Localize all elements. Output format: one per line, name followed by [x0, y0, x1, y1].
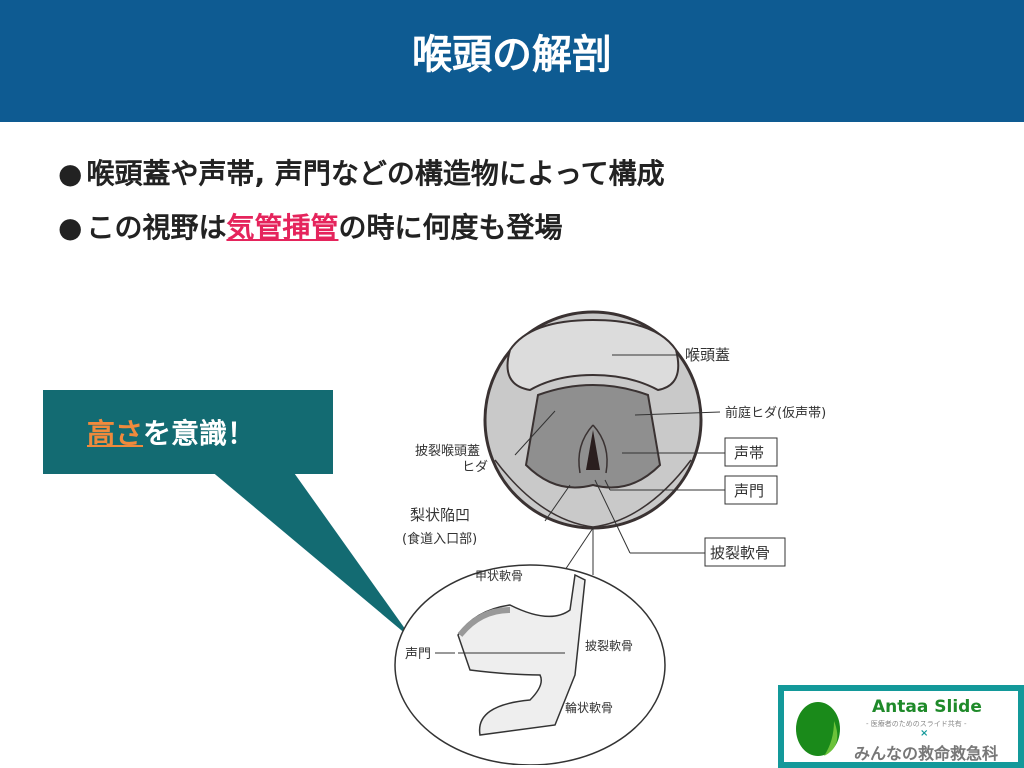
- logo-partner: みんなの救命救急科: [854, 744, 999, 763]
- label-arytenoid-side: 披裂軟骨: [585, 638, 633, 653]
- highlight-text: 気管挿管: [226, 211, 339, 244]
- leaf-logo-icon: [796, 702, 840, 756]
- callout-box: 高さを意識！: [43, 390, 333, 474]
- bullet-1: ●喉頭蓋や声帯, 声門などの構造物によって構成: [58, 152, 665, 192]
- label-vocal-cord: 声帯: [734, 444, 764, 462]
- callout-highlight: 高さ: [87, 417, 144, 450]
- label-glottis-side: 声門: [405, 647, 431, 662]
- label-epiglottis: 喉頭蓋: [685, 346, 730, 364]
- laryngoscopic-view: 喉頭蓋 前庭ヒダ(仮声帯) 披裂喉頭蓋 ヒダ 声帯 声門 梨状陥凹 (食道入口部…: [402, 310, 826, 575]
- antaa-slide-logo: Antaa Slide - 医療者のためのスライド共有 - × みんなの救命救急…: [778, 685, 1024, 768]
- label-glottis: 声門: [734, 482, 764, 500]
- label-piriform-recess: 梨状陥凹: [410, 506, 470, 524]
- label-esophageal-entrance: (食道入口部): [402, 531, 477, 547]
- bullet-dot: ●: [58, 211, 83, 244]
- label-thyroid-cartilage: 甲状軟骨: [475, 568, 523, 583]
- slide-title: 喉頭の解剖: [412, 32, 612, 78]
- bullet-text: の時に何度も登場: [338, 211, 563, 244]
- label-cricoid-cartilage: 輪状軟骨: [565, 700, 613, 715]
- logo-subtitle: - 医療者のためのスライド共有 -: [866, 720, 967, 728]
- callout-text: を意識！: [143, 417, 256, 450]
- bullet-text: 喉頭蓋や声帯, 声門などの構造物によって構成: [86, 157, 665, 190]
- label-aryepiglottic-fold: ヒダ: [462, 460, 488, 475]
- bullet-text: この視野は: [86, 211, 227, 244]
- header-bar: 喉頭の解剖: [0, 0, 1024, 122]
- bullet-2: ●この視野は気管挿管の時に何度も登場: [58, 206, 562, 246]
- bullet-dot: ●: [58, 157, 83, 190]
- label-vestibular-fold: 前庭ヒダ(仮声帯): [725, 405, 826, 421]
- label-arytenoid: 披裂軟骨: [710, 544, 770, 562]
- lateral-view: 甲状軟骨 声門 披裂軟骨 輪状軟骨: [394, 564, 666, 765]
- logo-cross: ×: [920, 728, 929, 739]
- label-aryepiglottic: 披裂喉頭蓋: [415, 444, 480, 459]
- logo-name: Antaa Slide: [872, 697, 982, 717]
- larynx-diagram: 喉頭蓋 前庭ヒダ(仮声帯) 披裂喉頭蓋 ヒダ 声帯 声門 梨状陥凹 (食道入口部…: [394, 310, 826, 765]
